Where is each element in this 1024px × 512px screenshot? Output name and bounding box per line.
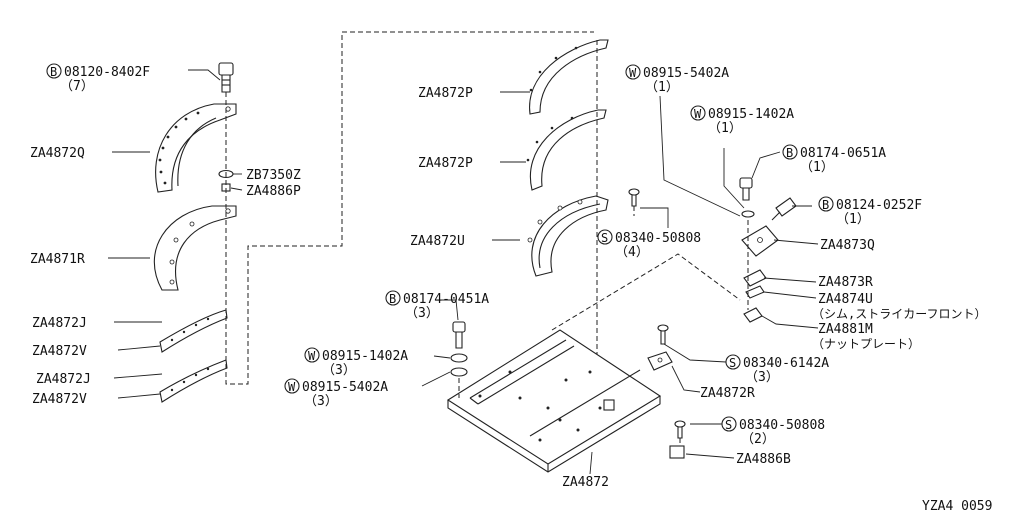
svg-text:（3）: （3） bbox=[322, 363, 356, 378]
svg-text:（3）: （3） bbox=[745, 370, 779, 385]
label-w-08915-5402a-top: W 08915-5402A （1） bbox=[625, 64, 729, 95]
left-parts-group bbox=[153, 31, 594, 403]
strip-za4872j-upper-icon bbox=[159, 309, 228, 353]
svg-text:08340-50808: 08340-50808 bbox=[739, 418, 825, 433]
svg-text:W: W bbox=[629, 66, 637, 80]
label-zb7350z: ZB7350Z bbox=[246, 168, 301, 183]
label-za4872p-1: ZA4872P bbox=[418, 86, 473, 101]
shim-za4874u-icon bbox=[745, 285, 765, 299]
svg-text:（1）: （1） bbox=[708, 121, 742, 136]
screw-08340-6142a-icon bbox=[657, 324, 669, 345]
label-za4874u: ZA4874U bbox=[818, 292, 873, 307]
label-za4873q: ZA4873Q bbox=[820, 238, 875, 253]
svg-text:W: W bbox=[694, 107, 702, 121]
striker-za4873q-icon bbox=[741, 225, 779, 257]
svg-text:B: B bbox=[786, 146, 793, 160]
arc-za4872u-icon bbox=[527, 195, 609, 277]
arc-za4872p-upper-icon bbox=[529, 39, 609, 115]
label-za4872q: ZA4872Q bbox=[30, 146, 85, 161]
washer-08915-5402a-mid-icon bbox=[450, 367, 468, 377]
svg-text:（1）: （1） bbox=[836, 212, 870, 227]
clip-za4886b-icon bbox=[669, 445, 685, 459]
svg-text:（1）: （1） bbox=[800, 160, 834, 175]
bracket-za4872r-icon bbox=[647, 351, 673, 371]
bolt-08124-0252f-icon bbox=[771, 197, 797, 221]
svg-text:（7）: （7） bbox=[60, 79, 94, 94]
svg-text:（2）: （2） bbox=[741, 432, 775, 447]
strip-za4872j-lower-icon bbox=[159, 359, 228, 403]
label-b-08124-0252f: B 08124-0252F （1） bbox=[818, 196, 922, 227]
svg-text:08340-6142A: 08340-6142A bbox=[743, 356, 829, 371]
label-za4873r: ZA4873R bbox=[818, 275, 873, 290]
svg-text:S: S bbox=[601, 231, 608, 245]
label-b-08174-0451a: B 08174-0451A （3） bbox=[385, 290, 489, 321]
label-za4881m: ZA4881M bbox=[818, 322, 873, 337]
label-za4872v-1: ZA4872V bbox=[32, 344, 87, 359]
svg-text:S: S bbox=[729, 356, 736, 370]
bracket-za4872q-icon bbox=[155, 103, 237, 193]
center-arcs-group bbox=[526, 39, 640, 380]
svg-text:B: B bbox=[50, 65, 57, 79]
label-w-08915-5402a-mid: W 08915-5402A （3） bbox=[284, 378, 388, 409]
label-s-08340-50808-b: S 08340-50808 （2） bbox=[721, 416, 825, 447]
svg-text:B: B bbox=[822, 198, 829, 212]
label-za4872r: ZA4872R bbox=[700, 386, 755, 401]
label-w-08915-1402a-mid: W 08915-1402A （3） bbox=[304, 347, 408, 378]
label-b-08174-0651a: B 08174-0651A （1） bbox=[782, 144, 886, 175]
diagram-reference: YZA4 0059 bbox=[922, 499, 992, 512]
svg-text:08915-5402A: 08915-5402A bbox=[302, 380, 388, 395]
label-s-08340-50808-a: S 08340-50808 （4） bbox=[597, 229, 701, 260]
screw-08340-a-icon bbox=[628, 188, 640, 207]
svg-text:S: S bbox=[725, 418, 732, 432]
svg-text:W: W bbox=[288, 380, 296, 394]
svg-text:B: B bbox=[389, 292, 396, 306]
labels: B 08120-8402F （7） ZA4872Q ZB7350Z ZA4886… bbox=[30, 63, 992, 512]
svg-text:08174-0651A: 08174-0651A bbox=[800, 146, 886, 161]
label-za4872v-2: ZA4872V bbox=[32, 392, 87, 407]
svg-text:08915-1402A: 08915-1402A bbox=[322, 349, 408, 364]
label-za4874u-note: （シム,ストライカーフロント） bbox=[812, 307, 987, 321]
label-za4872j-2: ZA4872J bbox=[36, 372, 91, 387]
svg-text:（4）: （4） bbox=[615, 245, 649, 260]
svg-text:08174-0451A: 08174-0451A bbox=[403, 292, 489, 307]
svg-text:（3）: （3） bbox=[405, 306, 439, 321]
leader-lines bbox=[108, 69, 819, 475]
bolt-08174-0651a-icon bbox=[739, 177, 753, 201]
label-za4872j-1: ZA4872J bbox=[32, 316, 87, 331]
plate-za4873r-icon bbox=[743, 269, 767, 287]
svg-text:08120-8402F: 08120-8402F bbox=[64, 65, 150, 80]
label-w-08915-1402a-top: W 08915-1402A （1） bbox=[690, 105, 794, 136]
svg-text:08915-5402A: 08915-5402A bbox=[643, 66, 729, 81]
label-za4872p-2: ZA4872P bbox=[418, 156, 473, 171]
svg-text:08340-50808: 08340-50808 bbox=[615, 231, 701, 246]
bracket-za4871r-icon bbox=[153, 205, 237, 291]
label-za4871r: ZA4871R bbox=[30, 252, 85, 267]
bolt-08120-icon bbox=[218, 62, 234, 93]
nutplate-za4881m-icon bbox=[743, 307, 763, 323]
svg-text:08124-0252F: 08124-0252F bbox=[836, 198, 922, 213]
svg-text:（3）: （3） bbox=[304, 394, 338, 409]
svg-text:08915-1402A: 08915-1402A bbox=[708, 107, 794, 122]
label-s-08340-6142a: S 08340-6142A （3） bbox=[725, 354, 829, 385]
label-b-08120: B 08120-8402F （7） bbox=[46, 63, 150, 94]
svg-text:W: W bbox=[308, 349, 316, 363]
striker-assembly-group bbox=[739, 177, 797, 323]
label-za4872: ZA4872 bbox=[562, 475, 609, 490]
label-za4886b: ZA4886B bbox=[736, 452, 791, 467]
screw-08340-50808-b-icon bbox=[674, 420, 686, 439]
arc-za4872p-lower-icon bbox=[526, 109, 607, 191]
label-za4886p: ZA4886P bbox=[246, 184, 301, 199]
washer-08915-upper-icon bbox=[741, 210, 755, 218]
washer-08915-1402a-mid-icon bbox=[450, 353, 468, 363]
base-plate-za4872-icon bbox=[446, 253, 741, 473]
bolt-08174-0451a-icon bbox=[452, 321, 466, 349]
label-za4872u: ZA4872U bbox=[410, 234, 465, 249]
label-za4881m-note: （ナットプレート） bbox=[812, 337, 920, 351]
svg-text:（1）: （1） bbox=[645, 80, 679, 95]
